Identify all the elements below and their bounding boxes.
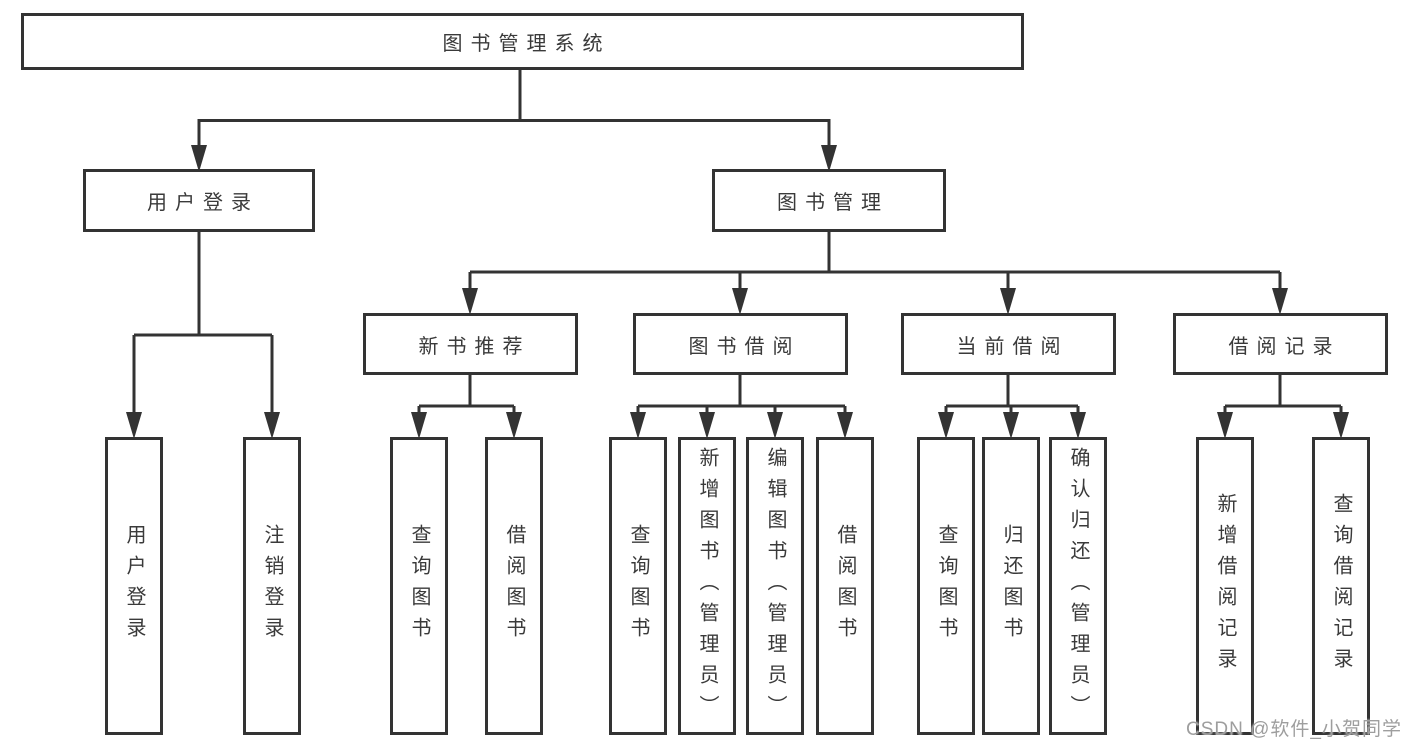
leaf-query-books-current: 查询图书	[917, 437, 975, 735]
leaf-query-books-borrow: 查询图书	[609, 437, 667, 735]
node-book-management: 图书管理	[712, 169, 946, 232]
node-new-book-recommend: 新书推荐	[363, 313, 578, 375]
csdn-watermark: CSDN @软件_小贺同学	[1186, 719, 1402, 740]
node-root-system: 图书管理系统	[21, 13, 1024, 70]
leaf-confirm-return-admin: 确认归还（管理员）	[1049, 437, 1107, 735]
leaf-return-books: 归还图书	[982, 437, 1040, 735]
leaf-borrow-books-label: 借阅图书	[834, 524, 856, 648]
leaf-add-books-admin-label: 新增图书（管理员）	[696, 446, 718, 726]
leaf-query-books-recommend: 查询图书	[390, 437, 448, 735]
leaf-query-borrow-record-label: 查询借阅记录	[1330, 493, 1352, 679]
node-current-borrow: 当前借阅	[901, 313, 1116, 375]
leaf-logout: 注销登录	[243, 437, 301, 735]
node-book-borrow: 图书借阅	[633, 313, 848, 375]
leaf-borrow-books: 借阅图书	[816, 437, 874, 735]
leaf-edit-books-admin: 编辑图书（管理员）	[746, 437, 804, 735]
leaf-user-login: 用户登录	[105, 437, 163, 735]
arrow-down-icons	[126, 145, 1349, 439]
node-borrow-records: 借阅记录	[1173, 313, 1388, 375]
leaf-logout-label: 注销登录	[261, 524, 283, 648]
leaf-confirm-return-admin-label: 确认归还（管理员）	[1067, 446, 1089, 726]
leaf-borrow-books-recommend: 借阅图书	[485, 437, 543, 735]
leaf-query-books-borrow-label: 查询图书	[627, 524, 649, 648]
leaf-edit-books-admin-label: 编辑图书（管理员）	[764, 446, 786, 726]
leaf-add-borrow-record: 新增借阅记录	[1196, 437, 1254, 735]
leaf-user-login-label: 用户登录	[123, 524, 145, 648]
node-user-login: 用户登录	[83, 169, 315, 232]
leaf-borrow-books-recommend-label: 借阅图书	[503, 524, 525, 648]
leaf-query-borrow-record: 查询借阅记录	[1312, 437, 1370, 735]
leaf-add-borrow-record-label: 新增借阅记录	[1214, 493, 1236, 679]
leaf-return-books-label: 归还图书	[1000, 524, 1022, 648]
leaf-query-books-recommend-label: 查询图书	[408, 524, 430, 648]
leaf-query-books-current-label: 查询图书	[935, 524, 957, 648]
leaf-add-books-admin: 新增图书（管理员）	[678, 437, 736, 735]
